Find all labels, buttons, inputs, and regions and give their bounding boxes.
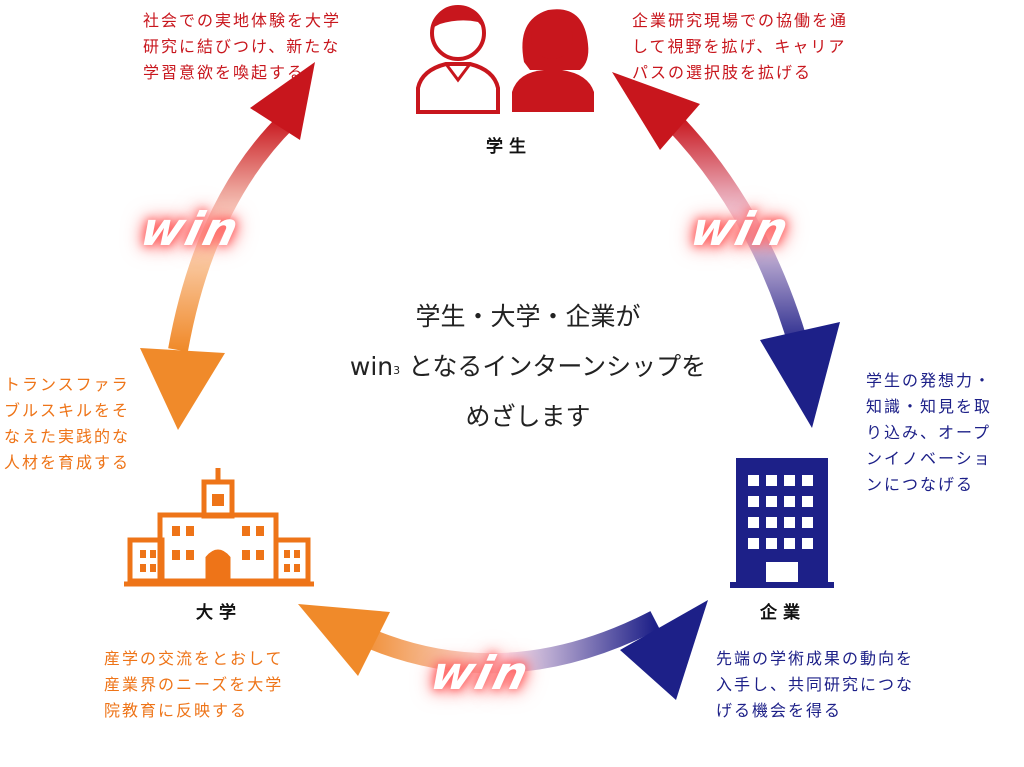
desc-right: 学生の発想力・ 知識・知見を取 り込み、オープ ンイノベーショ ンにつなげる <box>866 368 992 498</box>
desc-bottom-left-line: 院教育に反映する <box>104 701 249 720</box>
desc-right-line: ンイノベーショ <box>866 449 992 468</box>
arrow-student-university <box>140 62 315 430</box>
desc-top-right-line: して視野を拡げ、キャリア <box>632 37 847 56</box>
desc-bottom-right-line: 入手し、共同研究につな <box>716 675 915 694</box>
student-female-icon <box>512 9 594 112</box>
desc-top-left-line: 研究に結びつけ、新たな <box>143 37 341 56</box>
desc-top-left-line: 学習意欲を喚起する <box>143 63 306 82</box>
university-label: 大学 <box>196 603 242 623</box>
desc-left: トランスファラ ブルスキルをそ なえた実践的な 人材を育成する <box>4 372 130 476</box>
center-win-superscript: 3 <box>393 364 401 377</box>
desc-left-line: なえた実践的な <box>4 427 131 446</box>
desc-right-line: 学生の発想力・ <box>866 371 993 390</box>
desc-bottom-right-line: げる機会を得る <box>716 701 843 720</box>
desc-top-left: 社会での実地体験を大学 研究に結びつけ、新たな 学習意欲を喚起する <box>143 8 341 86</box>
student-male-icon <box>416 5 500 114</box>
desc-top-left-line: 社会での実地体験を大学 <box>143 11 342 30</box>
university-building-icon <box>124 468 314 587</box>
desc-top-right-line: パスの選択肢を拡げる <box>632 63 813 82</box>
center-win: win <box>349 352 394 381</box>
student-label: 学生 <box>486 137 532 157</box>
desc-right-line: り込み、オープ <box>866 423 992 442</box>
desc-bottom-left-line: 産学の交流をとおして <box>104 649 284 668</box>
center-line-2-rest: となるインターンシップを <box>400 352 707 381</box>
desc-top-right-line: 企業研究現場での協働を通 <box>632 11 849 30</box>
arrow-student-company <box>612 72 840 428</box>
desc-left-line: ブルスキルをそ <box>4 401 131 420</box>
desc-right-line: 知識・知見を取 <box>866 397 993 416</box>
win-label-right: win <box>685 202 796 256</box>
company-label: 企業 <box>760 603 806 623</box>
desc-left-line: トランスファラ <box>4 375 130 394</box>
company-building-icon <box>730 458 834 588</box>
desc-bottom-left: 産学の交流をとおして 産業界のニーズを大学 院教育に反映する <box>104 646 284 724</box>
win-label-bottom: win <box>425 646 536 700</box>
center-line-3: めざします <box>465 402 591 431</box>
arrow-university-company <box>298 600 708 700</box>
center-message: 学生・大学・企業が win3 となるインターンシップを めざします <box>258 292 798 442</box>
center-line-1: 学生・大学・企業が <box>415 302 641 331</box>
desc-bottom-right-line: 先端の学術成果の動向を <box>716 649 915 668</box>
desc-bottom-right: 先端の学術成果の動向を 入手し、共同研究につな げる機会を得る <box>716 646 914 724</box>
desc-top-right: 企業研究現場での協働を通 して視野を拡げ、キャリア パスの選択肢を拡げる <box>632 8 848 86</box>
center-line-2: win3 となるインターンシップを <box>258 342 798 392</box>
desc-right-line: ンにつなげる <box>866 475 975 494</box>
win-label-left: win <box>135 202 246 256</box>
desc-bottom-left-line: 産業界のニーズを大学 <box>104 675 284 694</box>
desc-left-line: 人材を育成する <box>4 453 131 472</box>
